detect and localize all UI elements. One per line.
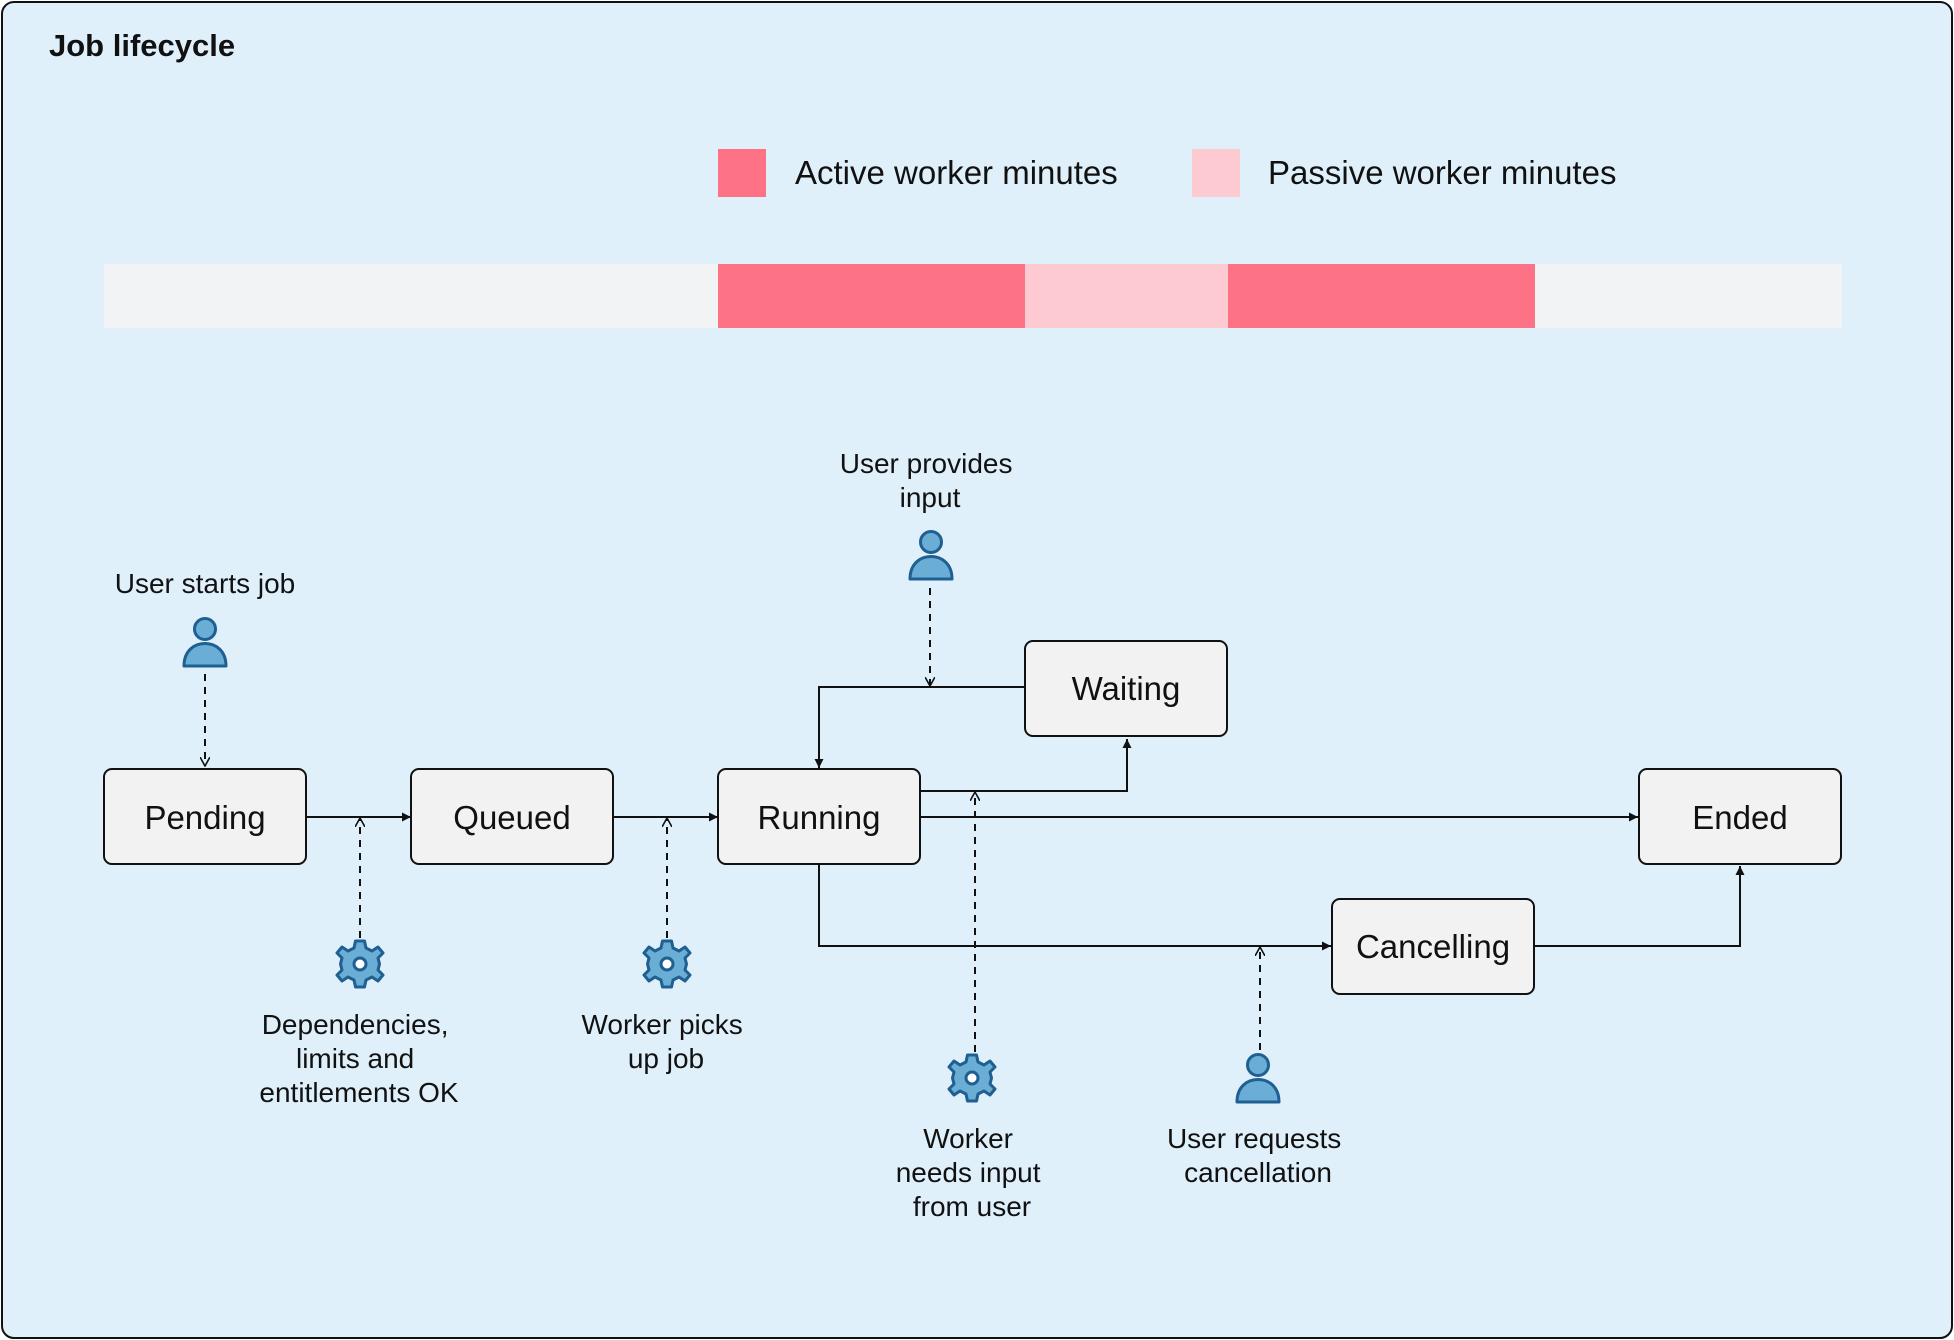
timeline-segment-running xyxy=(718,264,1025,328)
annotation-worker-needs-input: Worker needs input from user xyxy=(896,1123,1049,1222)
timeline-segment-waiting xyxy=(1025,264,1228,328)
state-ended-label: Ended xyxy=(1692,799,1787,836)
deps-ok-gear-icon xyxy=(335,939,385,989)
worker-picks-up-gear-icon xyxy=(642,939,692,989)
state-waiting-label: Waiting xyxy=(1072,670,1181,707)
worker-minutes-timeline xyxy=(104,264,1842,328)
edge-running-to-cancelling xyxy=(818,865,1331,951)
edge-cancelling-to-ended xyxy=(1535,866,1745,947)
timeline-segment-cancelling xyxy=(1228,264,1535,328)
state-pending-label: Pending xyxy=(144,799,265,836)
annotation-user-starts-job: User starts job xyxy=(115,568,296,599)
legend-passive-swatch xyxy=(1192,149,1240,197)
state-running-label: Running xyxy=(758,799,881,836)
annotation-worker-picks-up: Worker picks up job xyxy=(581,1009,750,1074)
annotation-user-provides-input: User provides input xyxy=(840,448,1021,513)
state-queued: Queued xyxy=(410,768,614,865)
state-ended: Ended xyxy=(1638,768,1842,865)
legend-active-label: Active worker minutes xyxy=(795,154,1118,191)
state-running: Running xyxy=(717,768,921,865)
state-cancelling: Cancelling xyxy=(1331,898,1535,995)
legend-active-swatch xyxy=(718,149,766,197)
trigger-connectors xyxy=(205,588,1260,1052)
legend-passive-label: Passive worker minutes xyxy=(1268,154,1616,191)
diagram-title: Job lifecycle xyxy=(49,28,235,63)
legend: Active worker minutes Passive worker min… xyxy=(718,149,1616,197)
state-cancelling-label: Cancelling xyxy=(1356,928,1510,965)
state-queued-label: Queued xyxy=(453,799,570,836)
state-waiting: Waiting xyxy=(1024,640,1228,737)
annotation-user-requests-cancellation: User requests cancellation xyxy=(1167,1123,1349,1188)
worker-needs-input-gear-icon xyxy=(947,1053,997,1103)
timeline-segment-pending xyxy=(104,264,411,328)
state-pending: Pending xyxy=(103,768,307,865)
edge-running-to-waiting xyxy=(920,739,1132,792)
annotation-deps-ok: Dependencies, limits and entitlements OK xyxy=(259,1009,459,1108)
timeline-segment-ended xyxy=(1535,264,1842,328)
edge-waiting-to-running xyxy=(814,686,1025,768)
timeline-segment-queued xyxy=(411,264,718,328)
